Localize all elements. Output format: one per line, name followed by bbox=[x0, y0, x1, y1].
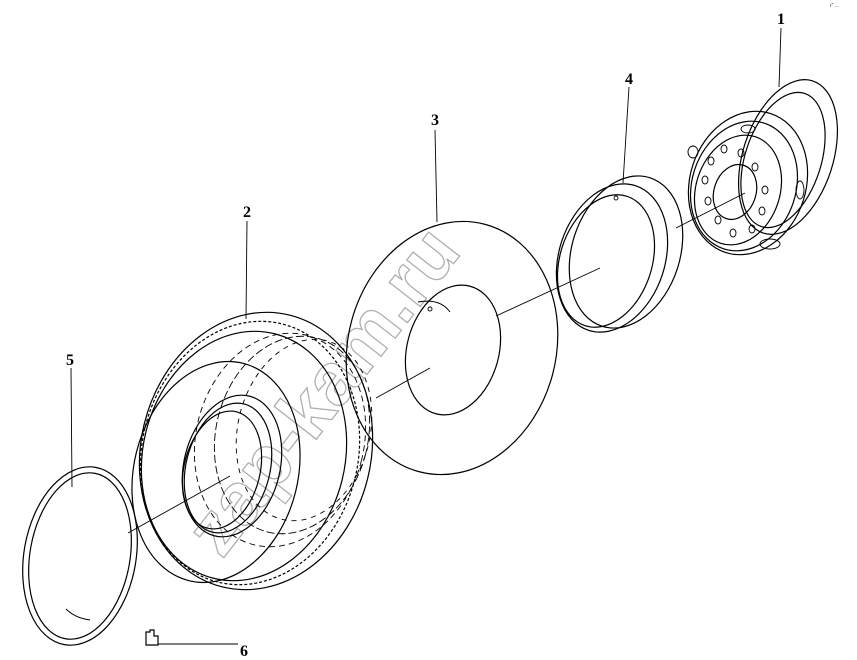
callout-label-3: 3 bbox=[431, 112, 439, 129]
leader-line-2 bbox=[245, 220, 248, 320]
leader-line-1 bbox=[778, 27, 782, 88]
assembly-axis-line bbox=[127, 192, 746, 534]
leader-line-3 bbox=[434, 129, 438, 223]
rim-flange-part-4 bbox=[555, 175, 684, 333]
callout-label-2: 2 bbox=[243, 204, 251, 221]
corner-mark: r" ... bbox=[830, 3, 839, 9]
tire-part-2 bbox=[131, 311, 374, 591]
callout-label-5: 5 bbox=[66, 352, 74, 369]
callout-label-1: 1 bbox=[777, 11, 785, 28]
lock-ring-part-5 bbox=[22, 466, 138, 646]
watermark-text: zap-kam.ru bbox=[169, 211, 475, 570]
valve-part-6 bbox=[145, 629, 159, 646]
callout-label-4: 4 bbox=[625, 71, 633, 88]
wheel-disc-part-1 bbox=[687, 79, 839, 256]
inner-tube-part-3 bbox=[345, 220, 559, 476]
leader-line-4 bbox=[622, 86, 630, 184]
callout-label-6: 6 bbox=[240, 643, 248, 660]
leader-line-5 bbox=[70, 367, 73, 488]
